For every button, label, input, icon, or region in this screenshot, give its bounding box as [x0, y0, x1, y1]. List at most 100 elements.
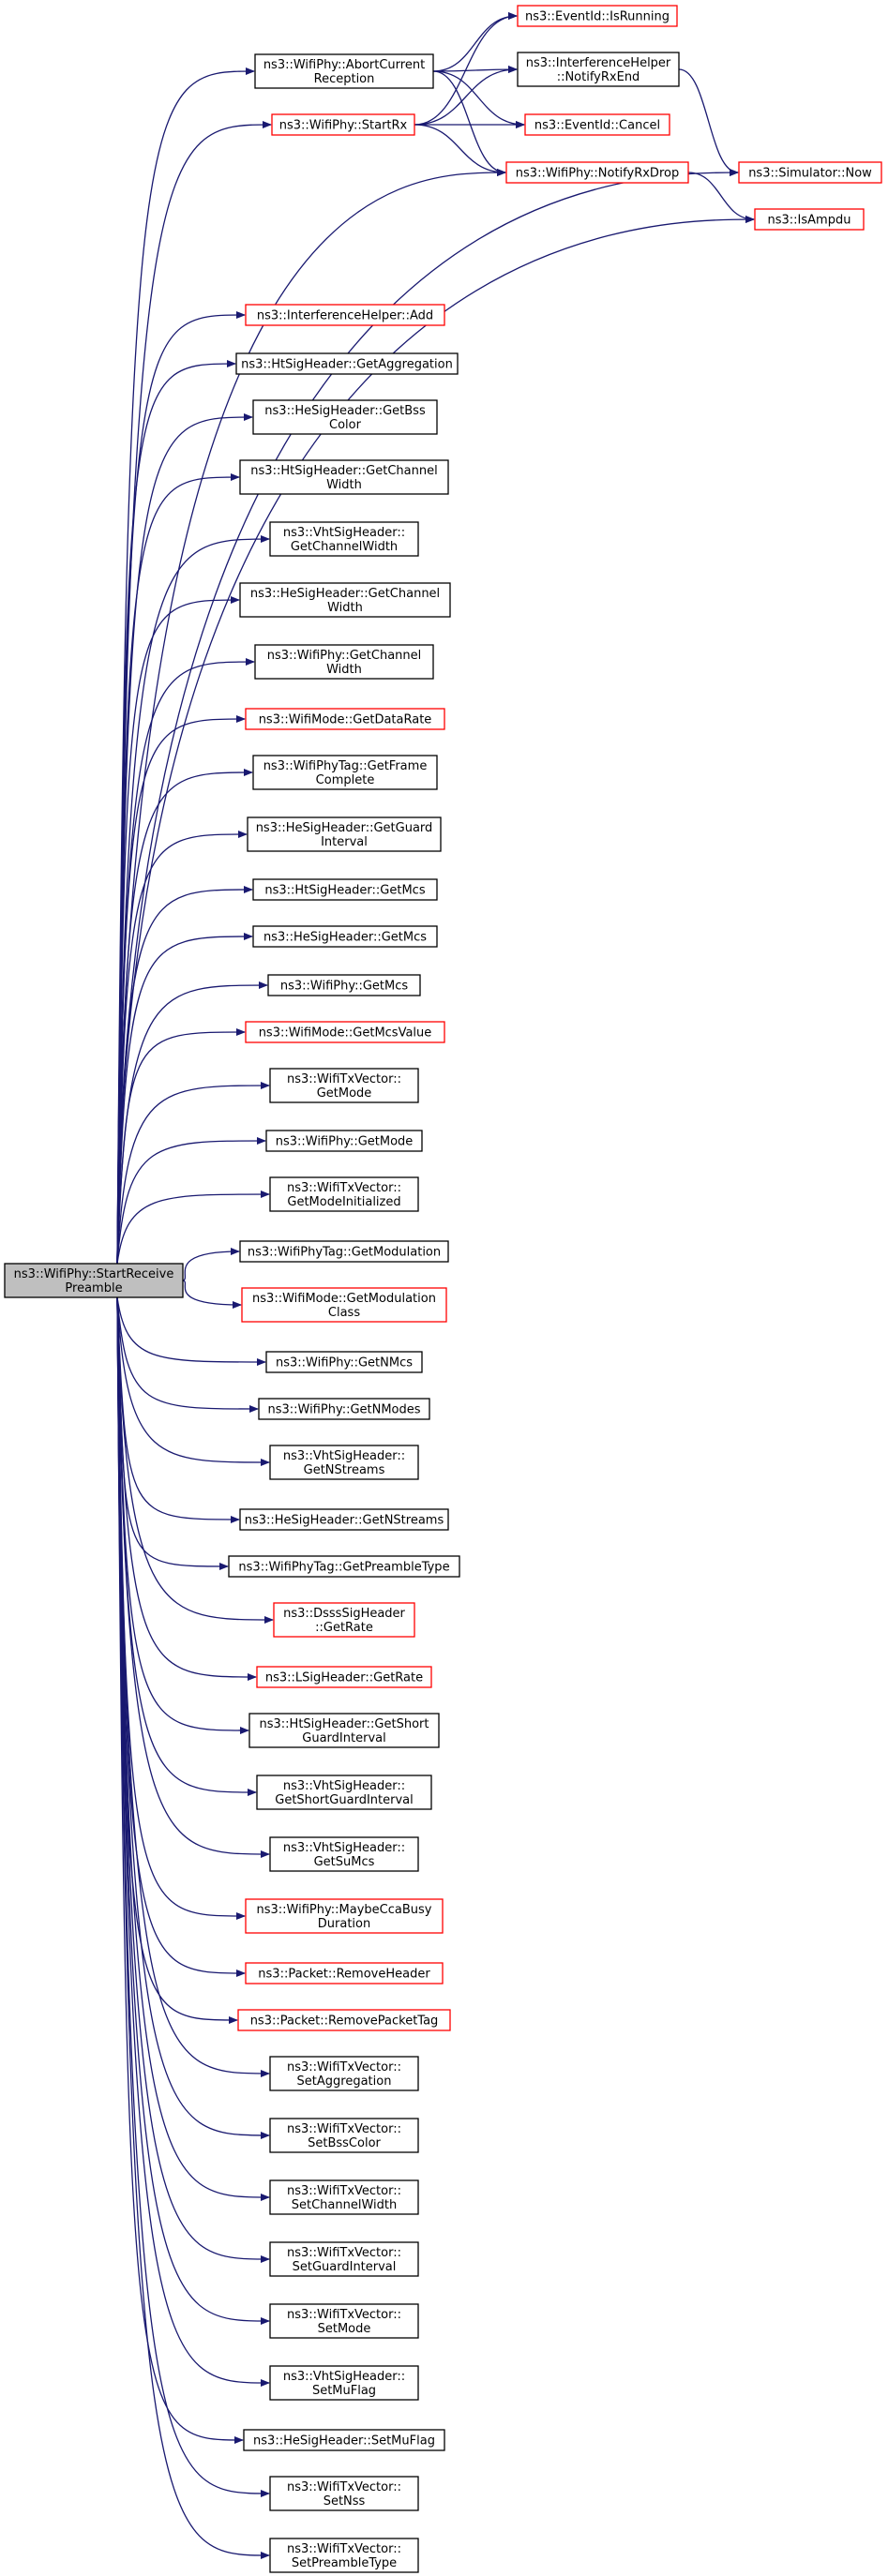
node-label: ns3::WifiTxVector::	[287, 2060, 401, 2074]
node-setnss[interactable]: ns3::WifiTxVector::SetNss	[269, 2476, 419, 2511]
node-box	[245, 304, 445, 326]
node-notifyrxend[interactable]: ns3::InterferenceHelper::NotifyRxEnd	[517, 52, 680, 87]
node-box	[265, 1130, 423, 1152]
node-hesetmu[interactable]: ns3::HeSigHeader::SetMuFlag	[243, 2429, 445, 2451]
node-box	[252, 755, 438, 790]
node-txvmodeinit[interactable]: ns3::WifiTxVector::GetModeInitialized	[269, 1176, 419, 1212]
node-label: ns3::WifiPhy::NotifyRxDrop	[516, 167, 679, 181]
node-tagpreamble[interactable]: ns3::WifiPhyTag::GetPreambleType	[228, 1555, 460, 1578]
edge-startrx-to-notifyrxdrop	[414, 124, 506, 176]
node-box	[273, 1602, 415, 1638]
node-box	[269, 2241, 419, 2277]
node-layer: ns3::WifiPhy::StartReceivePreamblens3::W…	[4, 5, 882, 2573]
node-vhtsumcs[interactable]: ns3::VhtSigHeader::GetSuMcs	[269, 1836, 419, 1872]
node-label: SetAggregation	[297, 2074, 392, 2089]
node-now[interactable]: ns3::Simulator::Now	[738, 161, 882, 184]
node-setbss[interactable]: ns3::WifiTxVector::SetBssColor	[269, 2118, 419, 2153]
node-box	[248, 1713, 440, 1748]
node-label: Interval	[321, 835, 368, 849]
node-setcw[interactable]: ns3::WifiTxVector::SetChannelWidth	[269, 2179, 419, 2215]
node-label: ns3::VhtSigHeader::	[283, 2370, 405, 2384]
node-label: ns3::DsssSigHeader	[283, 1607, 405, 1621]
node-box	[738, 161, 882, 184]
node-label: ns3::WifiPhyTag::GetFrame	[263, 759, 428, 773]
node-label: ns3::WifiPhy::AbortCurrent	[263, 58, 425, 72]
node-isampdu[interactable]: ns3::IsAmpdu	[754, 208, 865, 231]
node-box	[235, 352, 459, 375]
edge-notifyrxend-to-now	[678, 68, 739, 176]
node-box	[269, 2303, 419, 2339]
node-setagg[interactable]: ns3::WifiTxVector::SetAggregation	[269, 2056, 419, 2091]
node-phygetmcs[interactable]: ns3::WifiPhy::GetMcs	[267, 974, 421, 996]
node-setpreamble[interactable]: ns3::WifiTxVector::SetPreambleType	[269, 2538, 419, 2573]
node-label: ns3::WifiPhy::GetNModes	[267, 1403, 420, 1417]
node-vhtgetcw[interactable]: ns3::VhtSigHeader::GetChannelWidth	[269, 521, 419, 557]
node-htgetagg[interactable]: ns3::HtSigHeader::GetAggregation	[235, 352, 459, 375]
node-box	[269, 2179, 419, 2215]
node-hegetcw[interactable]: ns3::HeSigHeader::GetChannelWidth	[239, 582, 451, 618]
node-ihadd[interactable]: ns3::InterferenceHelper::Add	[245, 304, 445, 326]
edge-root-to-isampdu	[116, 216, 755, 1265]
node-box	[241, 1287, 447, 1323]
node-dsssrate[interactable]: ns3::DsssSigHeader::GetRate	[273, 1602, 415, 1638]
node-label: ns3::WifiTxVector::	[287, 2480, 401, 2494]
node-phynmcs[interactable]: ns3::WifiPhy::GetNMcs	[265, 1351, 423, 1373]
node-label: GetMode	[317, 1086, 372, 1101]
node-label: ns3::WifiTxVector::	[287, 2184, 401, 2198]
node-phygetmode[interactable]: ns3::WifiPhy::GetMode	[265, 1130, 423, 1152]
node-label: ns3::WifiPhy::MaybeCcaBusy	[257, 1903, 432, 1917]
node-box	[252, 878, 438, 901]
node-box	[245, 708, 445, 730]
node-box	[4, 1263, 184, 1298]
node-box	[269, 1836, 419, 1872]
node-htgetmcs[interactable]: ns3::HtSigHeader::GetMcs	[252, 878, 438, 901]
node-vhtsetmu[interactable]: ns3::VhtSigHeader::SetMuFlag	[269, 2365, 419, 2401]
node-vhtshortgi[interactable]: ns3::VhtSigHeader::GetShortGuardInterval	[256, 1775, 432, 1810]
node-label: ns3::EventId::IsRunning	[525, 10, 670, 24]
node-hegetmcs[interactable]: ns3::HeSigHeader::GetMcs	[252, 925, 438, 948]
node-phynmodes[interactable]: ns3::WifiPhy::GetNModes	[258, 1398, 430, 1420]
node-lsigrate[interactable]: ns3::LSigHeader::GetRate	[256, 1666, 432, 1688]
node-txvgetmode[interactable]: ns3::WifiTxVector::GetMode	[269, 1068, 419, 1103]
node-modemcsval[interactable]: ns3::WifiMode::GetMcsValue	[245, 1021, 445, 1043]
node-box	[269, 2538, 419, 2573]
node-label: ns3::Packet::RemovePacketTag	[250, 2014, 439, 2029]
node-label: GetModeInitialized	[287, 1195, 400, 1209]
node-label: ns3::WifiPhy::GetNMcs	[276, 1356, 413, 1370]
node-setmode[interactable]: ns3::WifiTxVector::SetMode	[269, 2303, 419, 2339]
node-removetag[interactable]: ns3::Packet::RemovePacketTag	[237, 2009, 451, 2031]
node-label: Width	[326, 478, 362, 492]
node-label: ns3::HeSigHeader::GetGuard	[256, 821, 433, 835]
node-htshortgi[interactable]: ns3::HtSigHeader::GetShortGuardInterval	[248, 1713, 440, 1748]
node-cancel[interactable]: ns3::EventId::Cancel	[524, 113, 670, 136]
node-notifyrxdrop[interactable]: ns3::WifiPhy::NotifyRxDrop	[505, 161, 689, 184]
node-phygetcw[interactable]: ns3::WifiPhy::GetChannelWidth	[254, 644, 434, 680]
node-taggetmod[interactable]: ns3::WifiPhyTag::GetModulation	[239, 1240, 449, 1263]
node-label: ns3::WifiMode::GetMcsValue	[259, 1026, 432, 1041]
node-label: ns3::WifiPhy::StartReceive	[14, 1267, 174, 1281]
node-box	[239, 1508, 449, 1531]
edge-root-to-hesetmu	[116, 1296, 244, 2444]
node-box	[269, 2476, 419, 2511]
node-htgetcw[interactable]: ns3::HtSigHeader::GetChannelWidth	[239, 459, 449, 495]
node-isrunning[interactable]: ns3::EventId::IsRunning	[517, 5, 678, 27]
node-label: ::GetRate	[315, 1621, 373, 1635]
node-startrx[interactable]: ns3::WifiPhy::StartRx	[271, 113, 415, 136]
node-label: ns3::HeSigHeader::GetMcs	[263, 931, 427, 945]
node-removeheader[interactable]: ns3::Packet::RemoveHeader	[245, 1962, 444, 1984]
edge-root-to-txvmodeinit	[116, 1191, 270, 1265]
node-henss[interactable]: ns3::HeSigHeader::GetNStreams	[239, 1508, 449, 1531]
node-setgi[interactable]: ns3::WifiTxVector::SetGuardInterval	[269, 2241, 419, 2277]
node-box	[239, 582, 451, 618]
node-vhtnss[interactable]: ns3::VhtSigHeader::GetNStreams	[269, 1445, 419, 1480]
node-modedatarate[interactable]: ns3::WifiMode::GetDataRate	[245, 708, 445, 730]
node-label: Color	[329, 418, 362, 432]
node-box	[269, 1068, 419, 1103]
